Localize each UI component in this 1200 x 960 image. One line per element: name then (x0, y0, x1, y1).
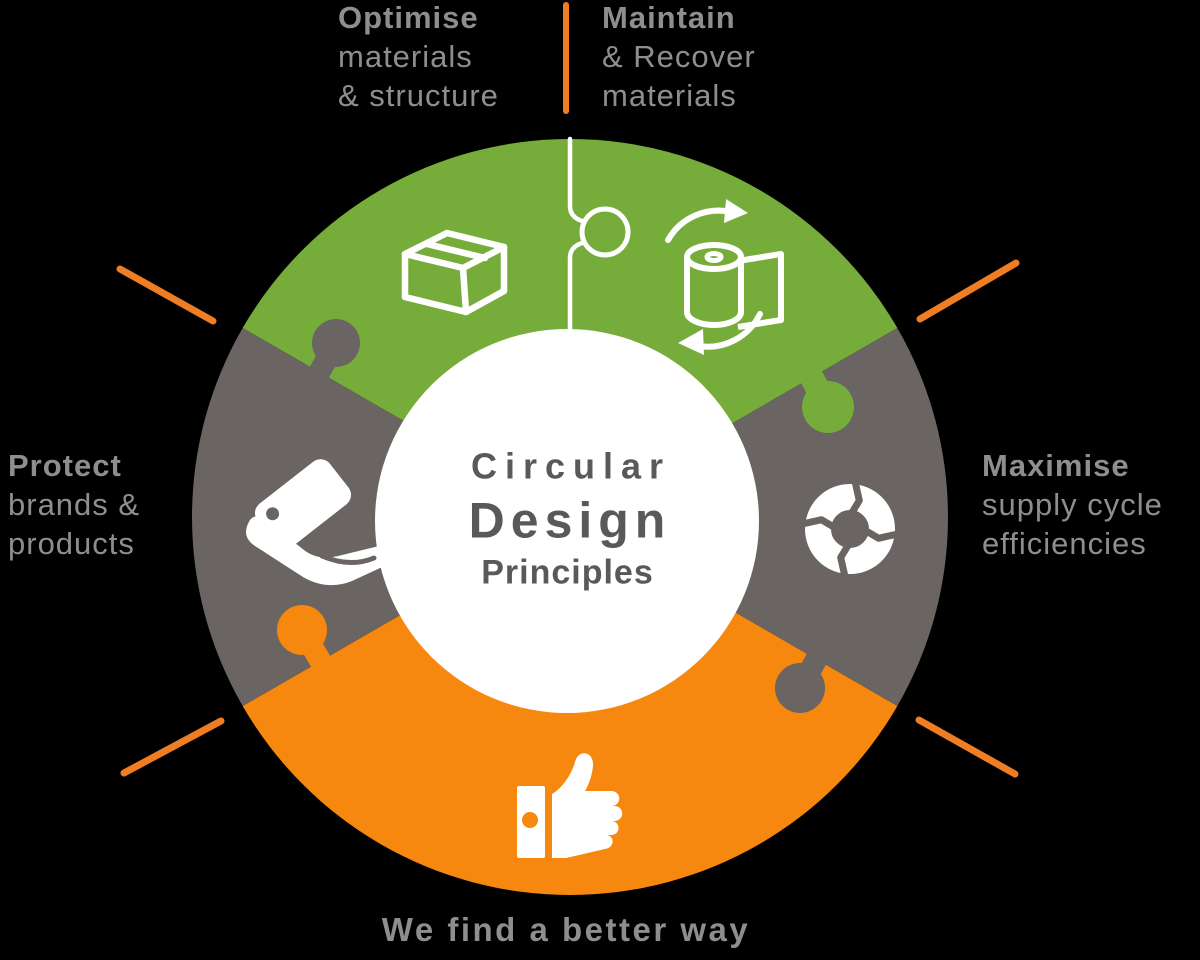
ring-cut-top (848, 477, 863, 517)
hand-finger-line (319, 553, 377, 565)
label-optimise-materials-structure: Optimise materials & structure (338, 0, 499, 115)
ray-top-right (916, 259, 1020, 323)
cycle-arrowhead-bottom (678, 329, 704, 355)
label-line: materials (338, 39, 473, 74)
roll-body (684, 257, 744, 328)
puzzle-knob-orange-into-gray-left (277, 605, 334, 673)
price-tag (254, 459, 352, 549)
supply-cycle-ring-icon (798, 477, 902, 581)
top-puzzle-divider (567, 136, 631, 335)
ring-cut-left (798, 516, 838, 531)
roll-top (684, 242, 744, 272)
label-line: Optimise (338, 0, 479, 35)
tag-body (254, 459, 352, 549)
roll-sheet (737, 251, 784, 330)
divider-knob-socket (579, 206, 631, 258)
thumb-cuff-hole (522, 812, 538, 828)
label-line: brands & (8, 487, 141, 522)
center-title-line-design: Design (468, 492, 672, 549)
label-line: Maximise (982, 448, 1130, 483)
open-hand (246, 516, 399, 586)
box-tape (423, 240, 489, 262)
package-box-icon (401, 229, 508, 316)
roll-core (704, 251, 724, 263)
material-roll-recycle-icon (665, 199, 784, 355)
ring-cuts (798, 477, 902, 581)
center-disc (375, 329, 759, 713)
ring-cut-bottom (837, 541, 852, 581)
label-line: supply cycle (982, 487, 1163, 522)
knob-head (775, 663, 825, 713)
knob-head (802, 381, 854, 433)
center-title-line-principles: Principles (481, 553, 654, 592)
ring-cut-right (862, 527, 902, 542)
segment-maximise-supply-cycle (570, 328, 948, 706)
tag-hole (266, 507, 280, 521)
ray-bottom-left (120, 717, 225, 777)
label-protect-brands-products: Protect brands & products (8, 446, 140, 563)
puzzle-knob-gray-into-orange-right (775, 647, 830, 713)
box-outline (401, 229, 508, 316)
hand-with-tag-icon (246, 459, 399, 586)
puzzle-knob-green-into-gray-right (797, 365, 854, 433)
divider-line-upper (567, 136, 585, 224)
label-line: products (8, 526, 135, 561)
center-title-line-circular: Circular (470, 445, 672, 487)
label-line: materials (602, 78, 737, 113)
label-line: Maintain (602, 0, 736, 35)
label-line: efficiencies (982, 526, 1147, 561)
ray-bottom-right (915, 716, 1019, 778)
thumbs-up-icon (517, 753, 623, 858)
tagline: We find a better way (381, 911, 751, 948)
divider-line-lower (567, 240, 585, 335)
knob-head (312, 319, 360, 367)
puzzle-knob-gray-into-green-left (306, 319, 360, 384)
ring (805, 484, 895, 574)
ray-top-left (116, 265, 217, 325)
thumb-hand (552, 753, 623, 858)
top-label-divider (563, 2, 569, 114)
label-line: Protect (8, 448, 122, 483)
label-maximise-supply-cycle: Maximise supply cycle efficiencies (982, 446, 1163, 563)
corner-rays (116, 259, 1020, 778)
cycle-arrowhead-top (724, 199, 748, 223)
knob-head (277, 605, 327, 655)
label-line: & structure (338, 78, 499, 113)
cycle-arrow-bottom (696, 311, 763, 350)
center-title: Circular Design Principles (463, 446, 672, 593)
label-maintain-recover-materials: Maintain & Recover materials (602, 0, 756, 115)
label-line: & Recover (602, 39, 756, 74)
box-edges (401, 243, 508, 316)
cycle-arrow-top (665, 207, 734, 243)
